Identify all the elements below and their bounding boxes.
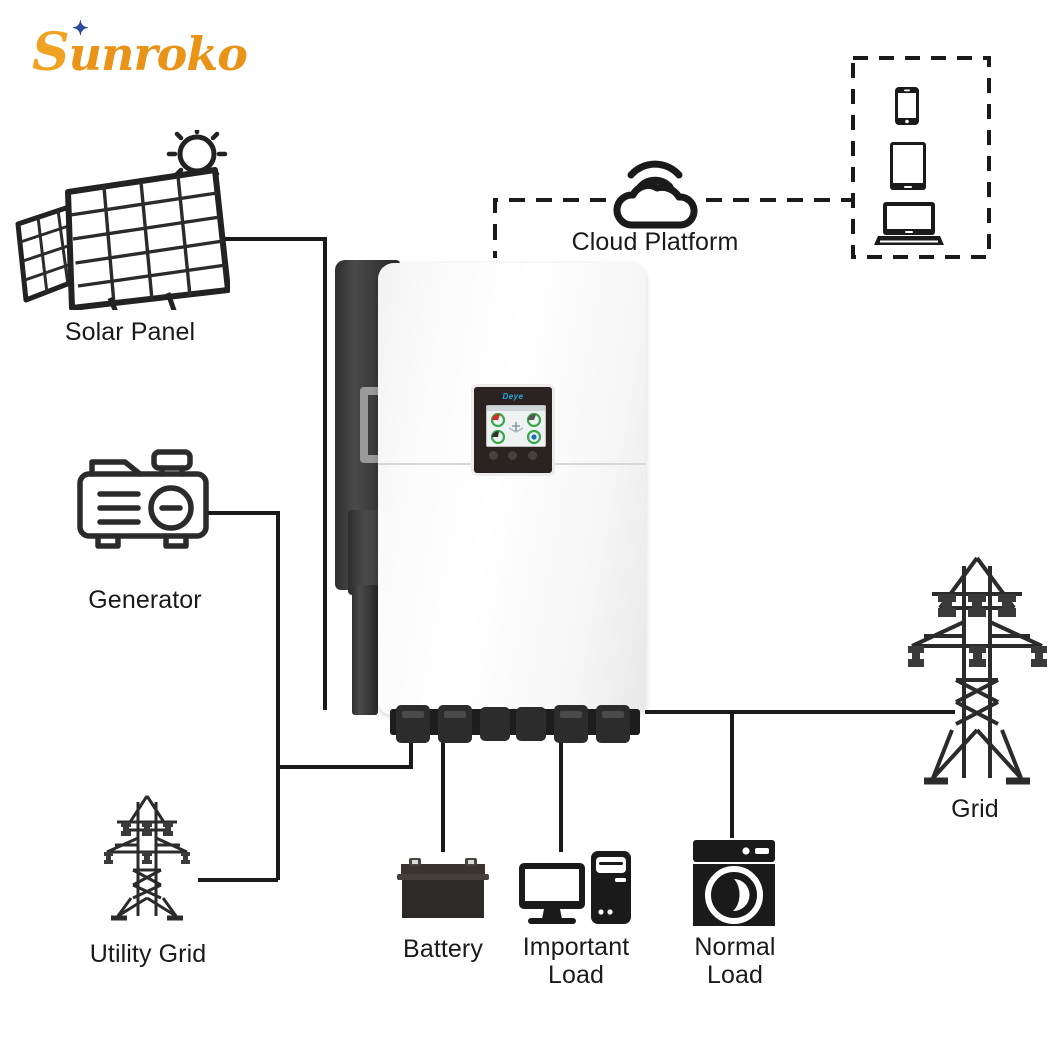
grid-label: Grid (951, 795, 999, 823)
line-trunk-to-inverter-base (278, 735, 413, 769)
normal-load-label: Normal Load (694, 933, 776, 989)
battery-label: Battery (403, 935, 483, 963)
dashed-line-cloud-to-inverter (493, 198, 606, 258)
display-brand-label: Deye (502, 392, 524, 401)
display-button-left[interactable] (489, 451, 499, 460)
solar-panel-icon (10, 123, 231, 339)
display-button-right[interactable] (527, 451, 537, 460)
desktop-computer-icon (516, 845, 634, 927)
utility-grid-label: Utility Grid (89, 940, 207, 968)
grid-transmission-tower-icon (900, 550, 1055, 800)
brand-logo-text: unroko (68, 27, 248, 81)
tablet-icon (888, 140, 928, 192)
solar-panel-label: Solar Panel (64, 318, 196, 346)
utility-grid-transmission-tower-icon (85, 790, 210, 925)
battery-icon (393, 852, 493, 922)
hybrid-inverter-icon: Deye (330, 255, 660, 745)
inverter-handle-icon (360, 387, 382, 463)
cloud-wifi-icon (605, 155, 705, 230)
generator-label: Generator (88, 586, 202, 614)
smartphone-icon (893, 85, 921, 127)
line-generator-to-inverter (207, 511, 280, 880)
cloud-platform-label: Cloud Platform (571, 228, 739, 256)
brand-logo: ✦ Sunroko (32, 16, 248, 83)
line-solar-to-inverter (224, 237, 327, 710)
inverter-front-cover (378, 263, 646, 715)
inverter-cable-glands (390, 705, 640, 743)
inverter-status-screen-icon (486, 405, 546, 447)
laptop-icon (874, 200, 944, 248)
brand-logo-initial: S (32, 22, 70, 83)
display-button-center[interactable] (508, 451, 518, 460)
devices-dashed-box (850, 55, 992, 260)
important-load-label: Important Load (522, 933, 630, 989)
inverter-display-module[interactable]: Deye (471, 384, 555, 476)
four-point-star-icon: ✦ (72, 16, 89, 40)
inverter-side-rail (352, 585, 378, 715)
generator-icon (70, 440, 220, 560)
washing-machine-icon (689, 838, 779, 930)
